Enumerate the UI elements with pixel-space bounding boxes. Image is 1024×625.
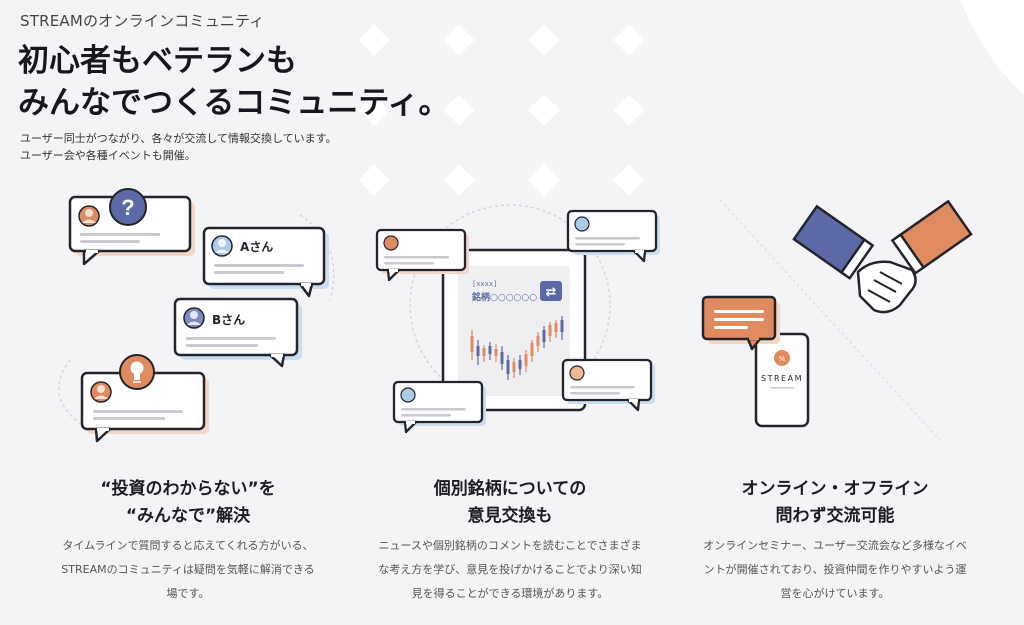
feature-title-online-offline: オンライン・オフライン 問わず交流可能 — [685, 476, 985, 530]
stock-card: [xxxx] 銘柄○○○○○○ ⇄ — [441, 248, 587, 412]
question-icon: ? — [109, 188, 147, 226]
feature-description-line: ニュースや個別銘柄のコメントを読むことでさまざま — [378, 539, 642, 552]
stock-code: [xxxx] — [472, 280, 497, 288]
lightbulb-icon — [119, 354, 155, 390]
feature-illustrations: ? Aさん Bさん — [58, 188, 973, 443]
illustration-online-offline: % STREAM — [701, 199, 973, 441]
hero-description-line-2: ユーザー会や各種イベントも開催。 — [20, 149, 196, 162]
stock-name: 銘柄○○○○○○ — [472, 291, 537, 303]
feature-description-line: な考え方を学び、意見を投げかけることでより深い知 — [378, 563, 642, 576]
illustration-qa-community: ? Aさん Bさん — [58, 188, 335, 443]
handshake-icon — [792, 199, 973, 314]
hero-description-line-1: ユーザー同士がつながり、各々が交流して情報交換しています。 — [20, 132, 337, 145]
feature-description-line: ントが開催されており、投資仲間を作りやすいよう運 — [703, 563, 967, 576]
chat-bubble-user-a: Aさん — [202, 226, 329, 298]
illustration-stock-discussion: [xxxx] 銘柄○○○○○○ ⇄ — [375, 204, 660, 434]
chat-bubble-answer — [80, 371, 209, 443]
feature-title-line: “投資のわからない”を — [100, 479, 276, 499]
hero-description: ユーザー同士がつながり、各々が交流して情報交換しています。 ユーザー会や各種イベ… — [20, 130, 337, 164]
feature-description-line: 場です。 — [166, 587, 210, 600]
chat-bubble-user-b: Bさん — [173, 297, 302, 368]
feature-description-line: オンラインセミナー、ユーザー交流会など多様なイベ — [703, 539, 967, 552]
feature-description-line: STREAMのコミュニティは疑問を気軽に解消できる — [61, 563, 315, 576]
user-a-label: Aさん — [240, 240, 273, 254]
page-title-line-1: 初心者もベテランも — [18, 43, 297, 79]
comment-bubble-top-right — [566, 209, 660, 263]
feature-description-qa: タイムラインで質問すると応えてくれる方がいる、 STREAMのコミュニティは疑問… — [38, 534, 338, 606]
feature-title-line: 問わず交流可能 — [775, 506, 895, 526]
feature-description-line: 見を得ることができる環境があります。 — [411, 587, 609, 600]
page-title-line-2: みんなでつくるコミュニティ。 — [18, 85, 450, 121]
feature-description-online-offline: オンラインセミナー、ユーザー交流会など多様なイベ ントが開催されており、投資仲間… — [685, 534, 985, 606]
page-title: 初心者もベテランも みんなでつくるコミュニティ。 — [18, 40, 450, 124]
comment-bubble-top-left — [375, 228, 469, 282]
swap-icon: ⇄ — [540, 281, 562, 301]
swap-symbol: ⇄ — [546, 285, 557, 300]
comment-bubble-bottom-left — [392, 380, 486, 434]
feature-title-stock-opinions: 個別銘柄についての 意見交換も — [360, 476, 660, 530]
question-mark-text: ? — [121, 195, 134, 220]
phone-logo-mark: % — [779, 355, 786, 363]
feature-description-line: タイムラインで質問すると応えてくれる方がいる、 — [62, 539, 314, 552]
user-b-label: Bさん — [212, 313, 245, 327]
feature-title-qa: “投資のわからない”を “みんなで”解決 — [38, 476, 338, 530]
feature-description-stock-opinions: ニュースや個別銘柄のコメントを読むことでさまざま な考え方を学び、意見を投げかけ… — [360, 534, 660, 606]
feature-description-line: 営を心がけています。 — [780, 587, 890, 600]
phone-logo: STREAM — [761, 374, 803, 383]
feature-title-line: 個別銘柄についての — [433, 479, 587, 499]
comment-bubble-bottom-right — [561, 358, 655, 412]
phone-device: % STREAM — [754, 332, 810, 428]
feature-title-line: 意見交換も — [467, 506, 553, 526]
feature-title-line: “みんなで”解決 — [125, 506, 251, 526]
candlestick-chart — [470, 316, 564, 380]
chat-bubble-online — [701, 295, 780, 351]
section-eyebrow: STREAMのオンラインコミュニティ — [20, 12, 265, 30]
feature-title-line: オンライン・オフライン — [741, 479, 929, 499]
